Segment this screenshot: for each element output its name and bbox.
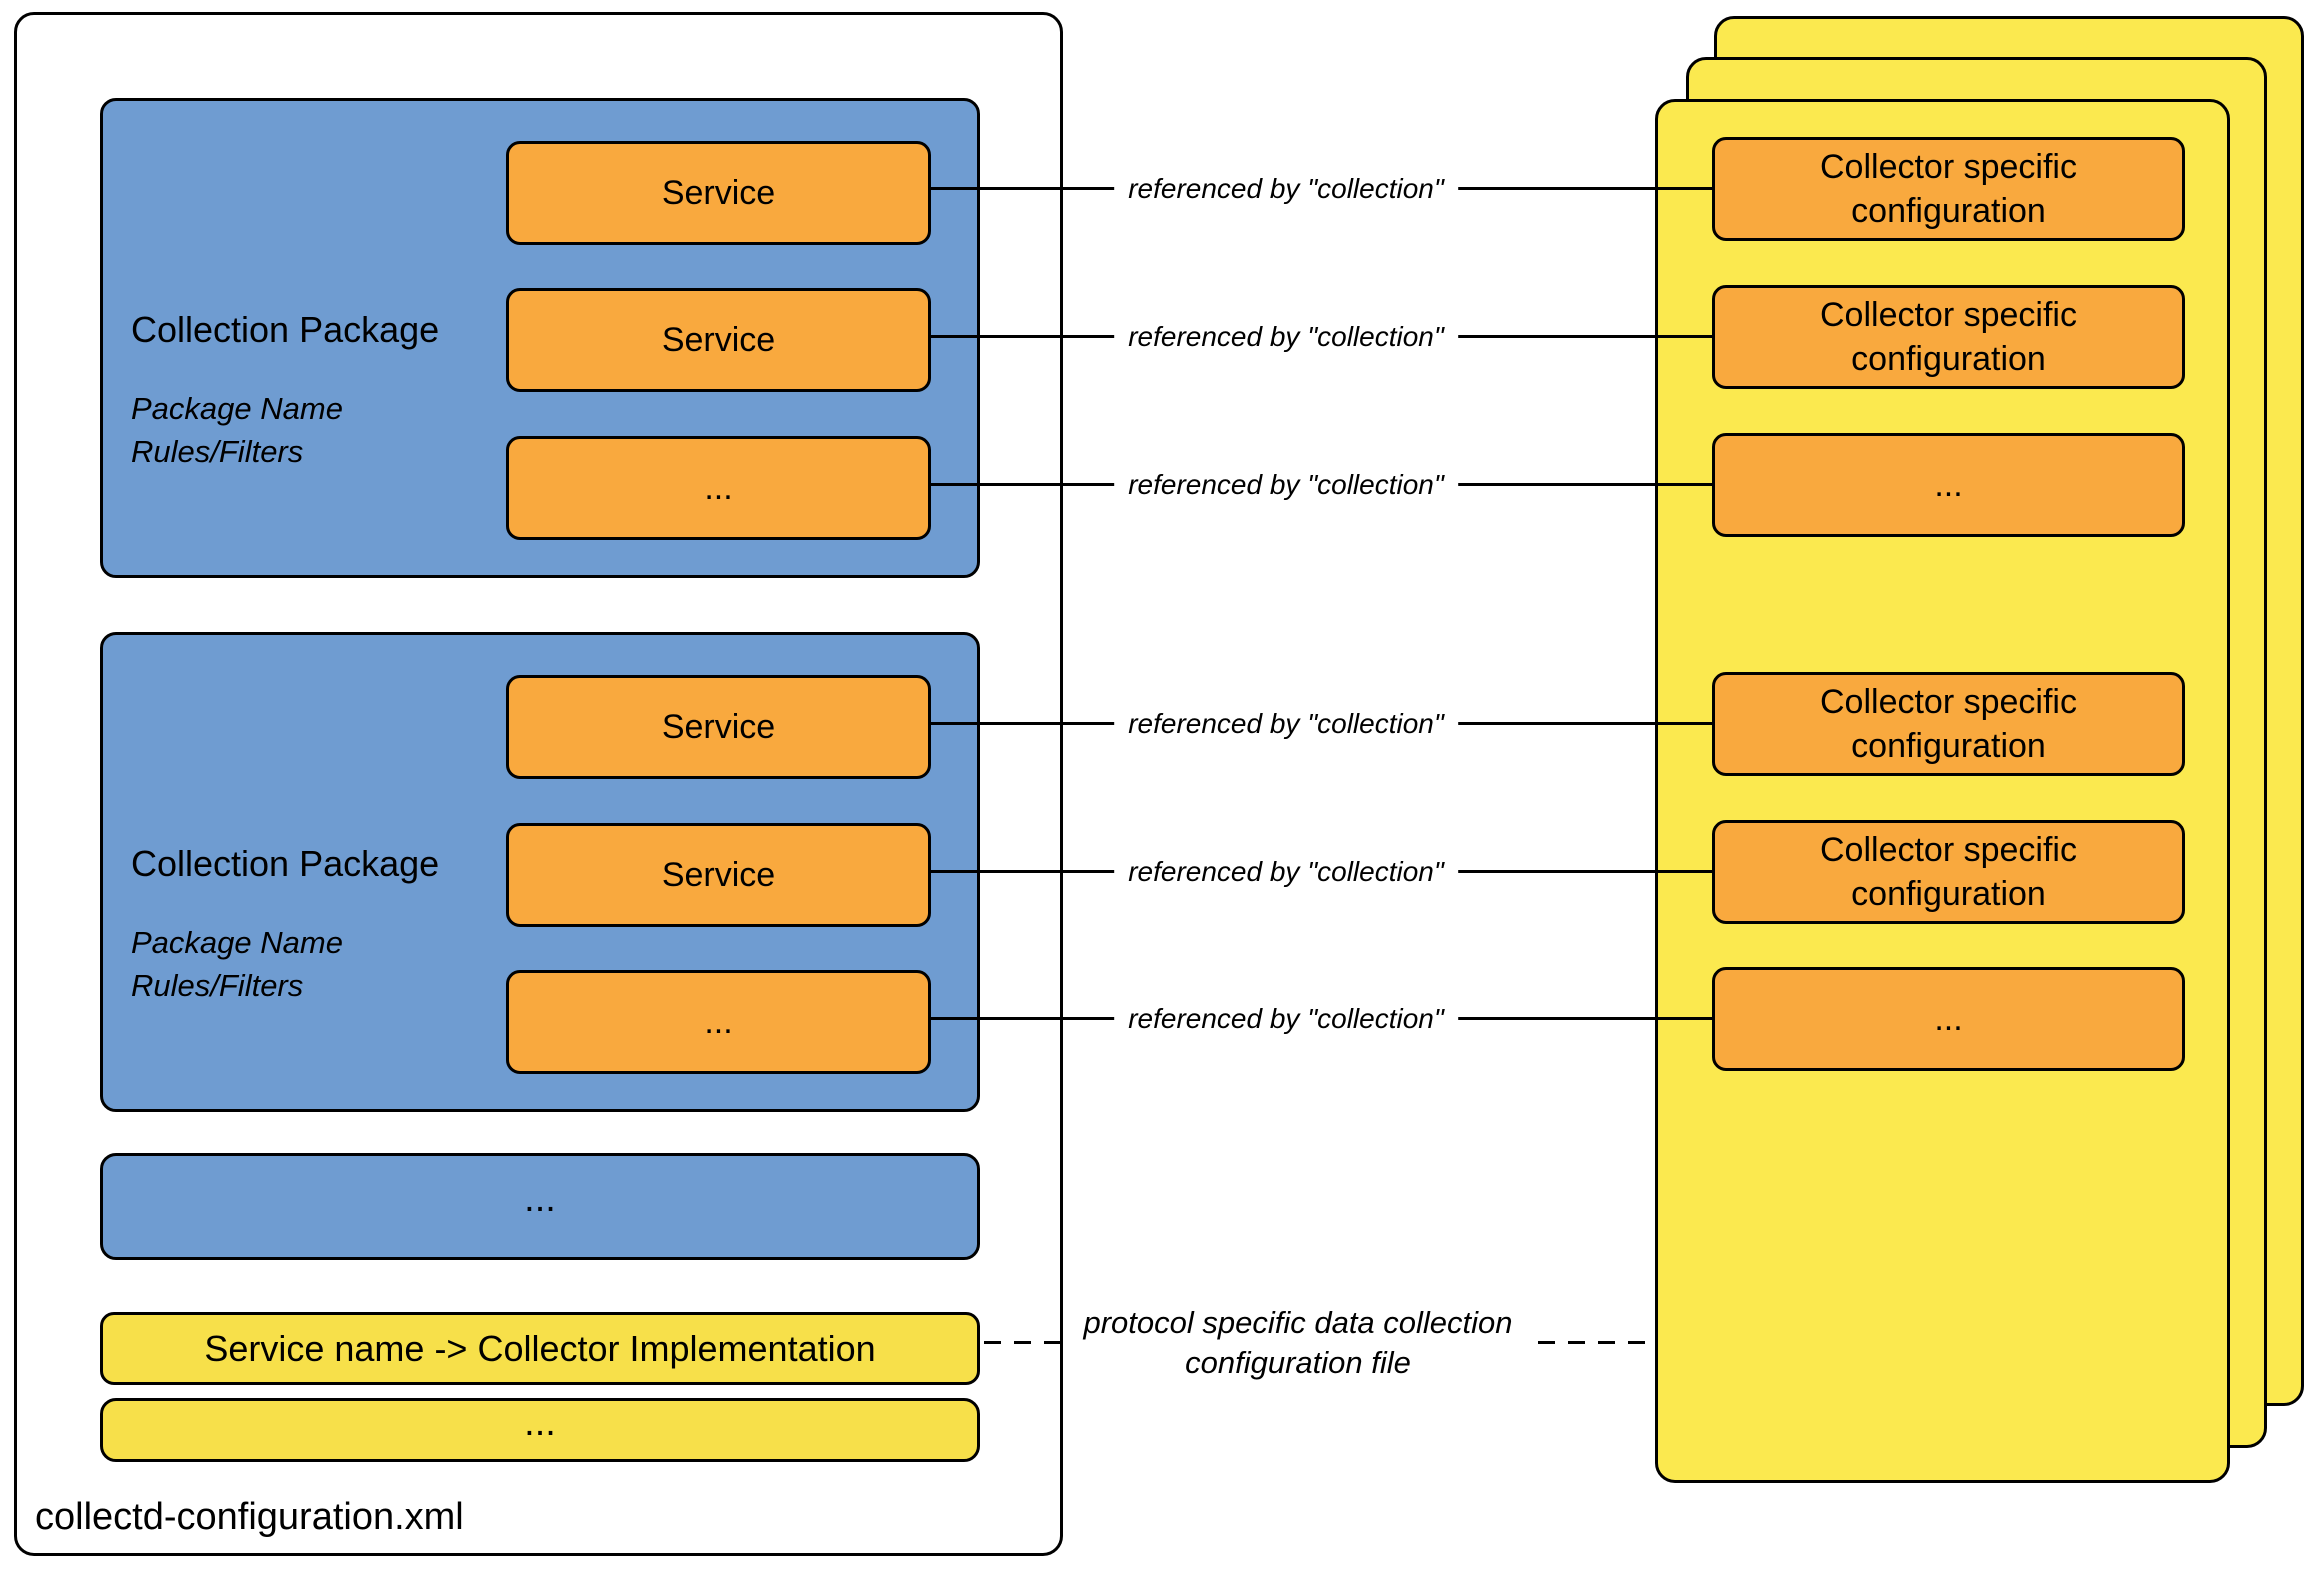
referenced-by-label: referenced by "collection" — [1114, 169, 1458, 209]
service-collector-mapping-box: Service name -> Collector Implementation — [100, 1312, 980, 1385]
collector-config-box: Collector specific configuration — [1712, 820, 2185, 924]
dashed-connector-left — [984, 1341, 1066, 1344]
rules-filters-line: Rules/Filters — [131, 434, 304, 469]
more-mappings-box: ... — [100, 1398, 980, 1462]
referenced-by-label: referenced by "collection" — [1114, 852, 1458, 892]
referenced-by-label: referenced by "collection" — [1114, 317, 1458, 357]
collection-package-1: Collection Package Package Name Rules/Fi… — [100, 98, 980, 578]
package-title: Collection Package — [131, 309, 440, 350]
package-name-line: Package Name — [131, 391, 343, 426]
more-services-box: ... — [506, 970, 931, 1074]
service-box: Service — [506, 141, 931, 245]
service-box: Service — [506, 288, 931, 392]
referenced-by-label: referenced by "collection" — [1114, 704, 1458, 744]
collector-config-label: Collector specific configuration — [1820, 831, 2077, 913]
more-services-box: ... — [506, 436, 931, 540]
file-name-label: collectd-configuration.xml — [35, 1496, 464, 1538]
collection-package-2: Collection Package Package Name Rules/Fi… — [100, 632, 980, 1112]
service-label: Service — [661, 855, 776, 894]
referenced-by-label: referenced by "collection" — [1114, 465, 1458, 505]
collector-config-label: Collector specific configuration — [1820, 683, 2077, 765]
collector-config-box: Collector specific configuration — [1712, 137, 2185, 241]
more-packages-label: ... — [524, 1178, 556, 1220]
collector-config-box: Collector specific configuration — [1712, 672, 2185, 776]
package-name-line: Package Name — [131, 925, 343, 960]
protocol-config-label-line2: configuration file — [1185, 1345, 1411, 1380]
mapping-label: Service name -> Collector Implementation — [204, 1327, 876, 1369]
rules-filters-line: Rules/Filters — [131, 968, 304, 1003]
service-box: Service — [506, 675, 931, 779]
more-mappings-label: ... — [524, 1401, 556, 1444]
more-collector-configs-box: ... — [1712, 433, 2185, 537]
service-box: Service — [506, 823, 931, 927]
collector-config-label: Collector specific configuration — [1820, 296, 2077, 378]
more-packages-box: ... — [100, 1153, 980, 1260]
protocol-config-label: protocol specific data collection config… — [1083, 1303, 1512, 1383]
protocol-config-label-line1: protocol specific data collection — [1083, 1305, 1513, 1340]
more-services-label: ... — [704, 1002, 733, 1041]
service-label: Service — [661, 173, 776, 212]
more-collector-configs-label: ... — [1934, 1000, 1963, 1038]
collector-config-box: Collector specific configuration — [1712, 285, 2185, 389]
collector-config-label: Collector specific configuration — [1820, 148, 2077, 230]
dashed-connector-right — [1538, 1341, 1658, 1344]
service-label: Service — [661, 707, 776, 746]
service-label: Service — [661, 320, 776, 359]
more-collector-configs-box: ... — [1712, 967, 2185, 1071]
package-subtitle: Package Name Rules/Filters — [131, 921, 343, 1007]
referenced-by-label: referenced by "collection" — [1114, 999, 1458, 1039]
package-title: Collection Package — [131, 843, 440, 884]
more-services-label: ... — [704, 468, 733, 507]
more-collector-configs-label: ... — [1934, 466, 1963, 504]
package-subtitle: Package Name Rules/Filters — [131, 387, 343, 473]
